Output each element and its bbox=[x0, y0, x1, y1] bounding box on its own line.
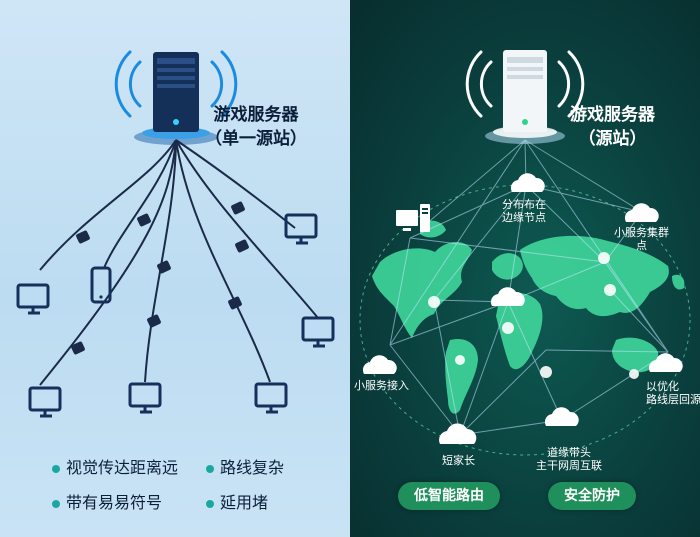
phone-icon bbox=[90, 266, 112, 304]
smart-routing-button[interactable]: 低智能路由 bbox=[398, 482, 500, 510]
wifi-icon bbox=[465, 50, 585, 118]
label-access: 小服务接入 bbox=[354, 379, 409, 392]
label-backbone-line1: 道缘带头 bbox=[547, 446, 591, 459]
label-cluster-line1: 小服务集群 bbox=[614, 226, 669, 239]
right-network-graphic bbox=[359, 50, 691, 456]
legend-label: 路线复杂 bbox=[220, 458, 285, 477]
legend-dot bbox=[206, 499, 214, 508]
server-icon bbox=[134, 52, 218, 145]
label-cluster-line2: 点 bbox=[636, 239, 647, 252]
label-edge-line2: 边缘节点 bbox=[502, 211, 546, 224]
label-short: 短家长 bbox=[442, 454, 475, 467]
label-edge-nodes: 分布布在 边缘节点 bbox=[502, 198, 546, 224]
legend-dot bbox=[52, 464, 60, 473]
left-network-graphic bbox=[16, 50, 335, 418]
mesh-links bbox=[389, 139, 669, 436]
label-cluster: 小服务集群 点 bbox=[614, 226, 669, 252]
edge-node-markers bbox=[428, 252, 639, 379]
left-title-line1: 游戏服务器 bbox=[213, 105, 299, 125]
legend-item-3: 带有易易符号 bbox=[52, 489, 162, 513]
legend-label: 视觉传达距离远 bbox=[66, 458, 179, 477]
right-title: 游戏服务器 （源站） bbox=[570, 103, 655, 151]
legend-dot bbox=[52, 499, 60, 508]
server-icon bbox=[485, 50, 565, 144]
left-title-line2: （单一源站） bbox=[205, 129, 307, 149]
label-backbone-line2: 主干网周互联 bbox=[536, 459, 602, 472]
label-edge-line1: 分布布在 bbox=[502, 198, 546, 211]
left-title: 游戏服务器 （单一源站） bbox=[205, 103, 307, 151]
label-optimize: 以优化 路线层回源 bbox=[646, 380, 700, 406]
network-links bbox=[39, 139, 319, 386]
right-title-line2: （源站） bbox=[578, 129, 647, 149]
legend-item-1: 视觉传达距离远 bbox=[52, 454, 178, 478]
left-panel-single-origin: 游戏服务器 （单一源站） 视觉传达距离远 路线复杂 带有易易符号 延用堵 bbox=[0, 0, 350, 537]
right-title-line1: 游戏服务器 bbox=[570, 105, 655, 125]
legend-item-4: 延用堵 bbox=[206, 489, 268, 513]
label-optimize-line1: 以优化 bbox=[646, 380, 679, 393]
router-icon bbox=[71, 201, 249, 355]
wifi-icon bbox=[114, 50, 238, 118]
legend-label: 延用堵 bbox=[220, 493, 269, 512]
legend-dot bbox=[206, 464, 214, 473]
legend-label: 带有易易符号 bbox=[66, 493, 163, 512]
cloud-icon bbox=[362, 173, 683, 444]
label-backbone: 道缘带头 主干网周互联 bbox=[536, 446, 602, 472]
monitor-icon bbox=[16, 213, 335, 418]
legend-item-2: 路线复杂 bbox=[206, 454, 284, 478]
security-protection-button[interactable]: 安全防护 bbox=[548, 482, 636, 510]
label-optimize-line2: 路线层回源 bbox=[646, 393, 700, 406]
desktop-pc-icon bbox=[396, 204, 430, 232]
right-panel-edge-network: 游戏服务器 （源站） 分布布在 边缘节点 小服务集群 点 小服务接入 以优化 路… bbox=[350, 0, 700, 537]
